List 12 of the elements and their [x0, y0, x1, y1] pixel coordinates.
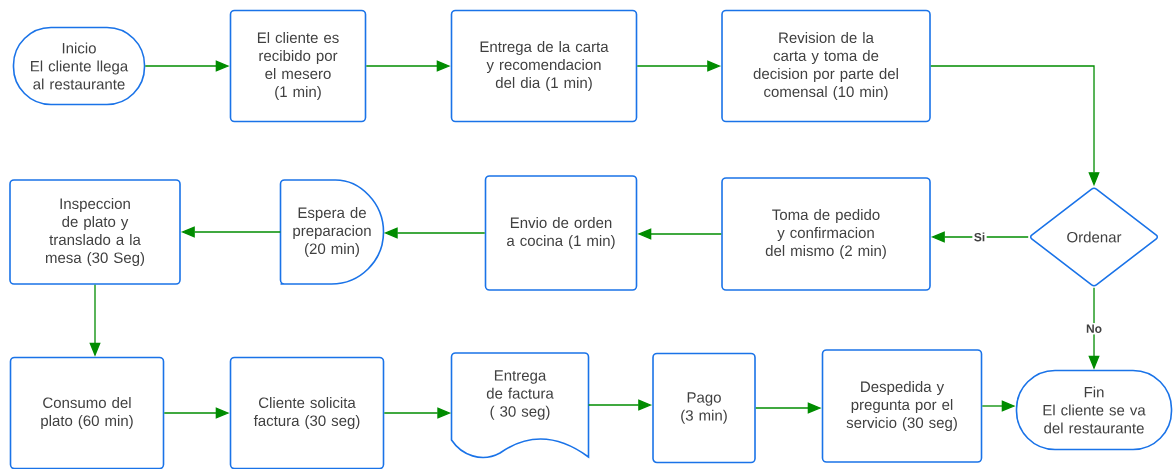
process-box: Envio de orden a cocina (1 min) — [484, 175, 638, 291]
process-box: Toma de pedido y confirmacion del mismo (2 min) — [721, 177, 931, 291]
process-box: Despedida y pregunta por el servicio (30 seg) — [821, 349, 983, 463]
edge-label: No — [1084, 323, 1104, 335]
process-box: Cliente solicita factura (30 seg) — [229, 356, 385, 469]
process-box: El cliente es recibido por el mesero (1 min) — [229, 9, 367, 123]
process-box: Revision de la carta y toma de decision por parte del comensal (10 min) — [721, 9, 931, 123]
process-box: Consumo del plato (60 min) — [9, 356, 165, 469]
process-box: Pago (3 min) — [652, 352, 756, 464]
process-box: Inspeccion de plato y translado a la mesa (30 Seg) — [9, 179, 181, 285]
process-box: Entrega de la carta y recomendacion del dia (1 min) — [450, 9, 638, 123]
edge-label: Si — [972, 231, 987, 243]
